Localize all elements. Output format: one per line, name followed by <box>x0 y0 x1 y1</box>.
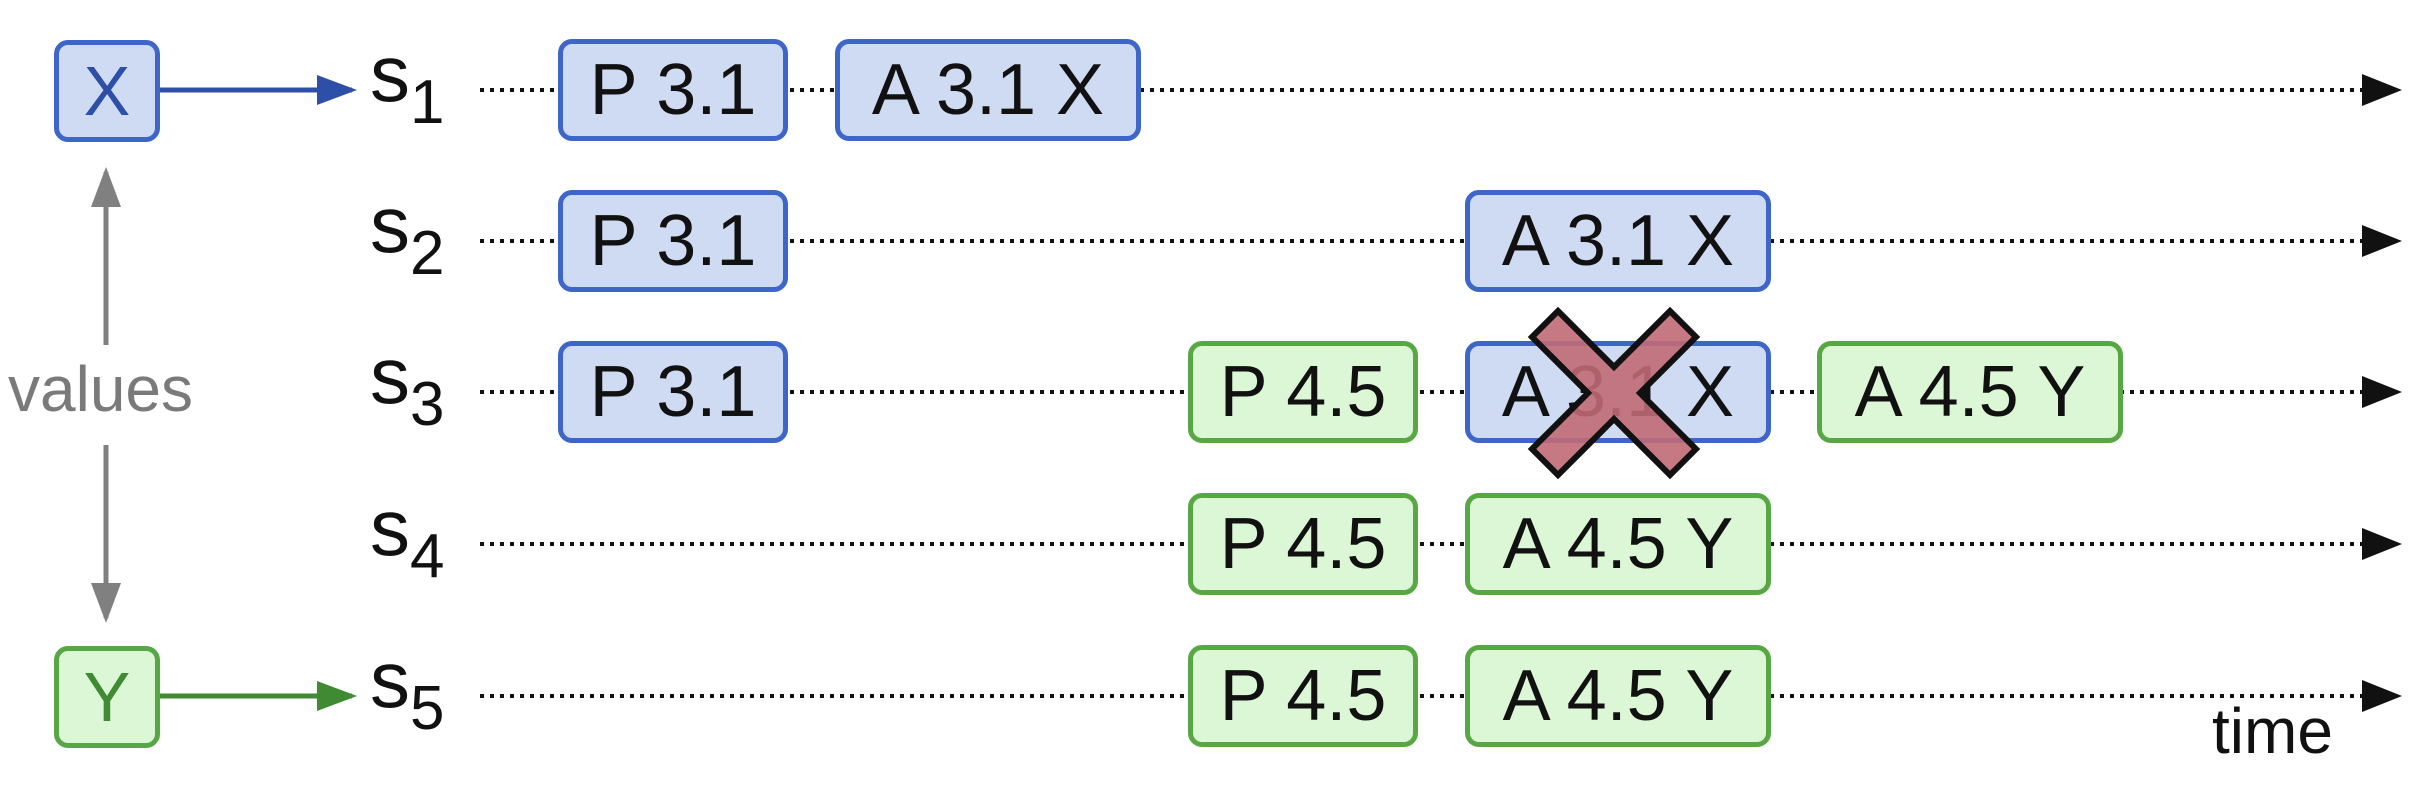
message-text: P 4.5 <box>1219 656 1387 736</box>
message-box: A 3.1 X <box>835 39 1141 141</box>
message-text: P 3.1 <box>589 50 757 130</box>
message-text: A 3.1 X <box>1501 201 1735 281</box>
server-label-s5: s5 <box>370 640 444 740</box>
message-box: P 3.1 <box>558 39 788 141</box>
server-index: 1 <box>410 68 445 137</box>
message-text: A 4.5 Y <box>1502 504 1734 584</box>
server-index: 2 <box>410 219 445 288</box>
server-index: 4 <box>410 522 445 591</box>
message-box: A 4.5 Y <box>1465 645 1771 747</box>
server-name: s <box>370 635 410 724</box>
value-y-label: Y <box>83 658 131 736</box>
server-label-s2: s2 <box>370 185 444 285</box>
message-text: P 4.5 <box>1219 504 1387 584</box>
message-box: P 4.5 <box>1188 645 1418 747</box>
server-label-s3: s3 <box>370 336 444 436</box>
message-box: P 3.1 <box>558 341 788 443</box>
message-text: P 3.1 <box>589 352 757 432</box>
server-label-s4: s4 <box>370 488 444 588</box>
server-name: s <box>370 483 410 572</box>
time-axis-label: time <box>2212 695 2333 767</box>
message-text: A 4.5 Y <box>1502 656 1734 736</box>
server-name: s <box>370 180 410 269</box>
message-box: P 4.5 <box>1188 493 1418 595</box>
message-text: P 3.1 <box>589 201 757 281</box>
message-text: A 3.1 X <box>871 50 1105 130</box>
server-index: 5 <box>410 674 445 743</box>
message-box: A 3.1 X <box>1465 190 1771 292</box>
message-box: P 4.5 <box>1188 341 1418 443</box>
server-index: 3 <box>410 370 445 439</box>
message-text: A 4.5 Y <box>1854 352 2086 432</box>
message-box: A 4.5 Y <box>1817 341 2123 443</box>
message-box: A 4.5 Y <box>1465 493 1771 595</box>
server-label-s1: s1 <box>370 34 444 134</box>
values-label: values <box>8 353 193 425</box>
rejected-cross-icon <box>1527 306 1701 480</box>
message-box: P 3.1 <box>558 190 788 292</box>
value-x-box: X <box>54 40 160 142</box>
message-text: P 4.5 <box>1219 352 1387 432</box>
server-name: s <box>370 29 410 118</box>
server-name: s <box>370 331 410 420</box>
value-y-box: Y <box>54 646 160 748</box>
value-x-label: X <box>83 52 131 130</box>
